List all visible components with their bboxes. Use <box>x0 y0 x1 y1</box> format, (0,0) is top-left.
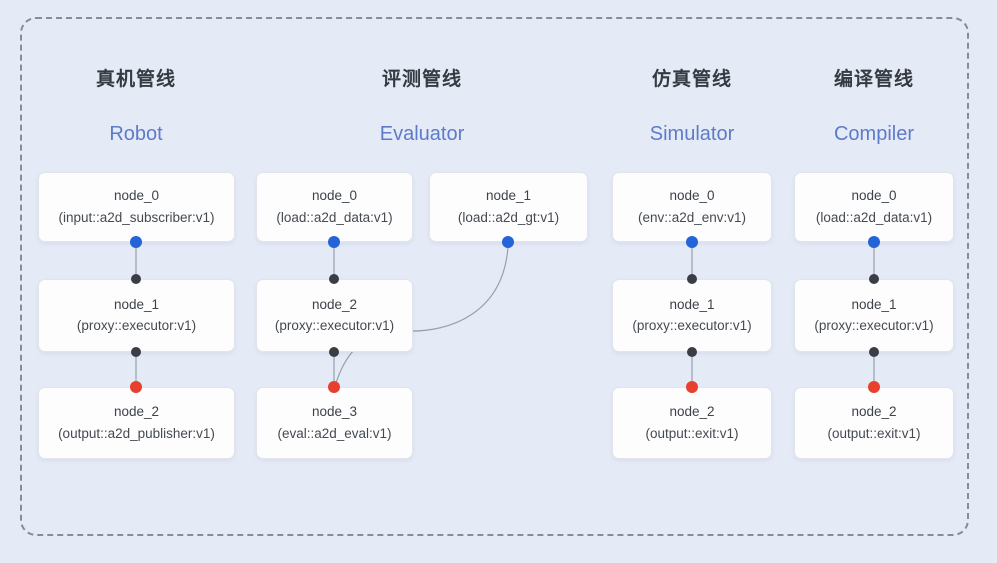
output-port-dot-icon[interactable] <box>130 236 142 248</box>
node-card-robot-node0[interactable]: node_0 (input::a2d_subscriber:v1) <box>38 172 235 242</box>
node-name: node_2 <box>669 404 715 420</box>
node-type: (env::a2d_env:v1) <box>637 209 747 225</box>
node-card-compiler-node2[interactable]: node_2 (output::exit:v1) <box>794 387 954 459</box>
input-port-dot-icon[interactable] <box>868 381 880 393</box>
node-type: (proxy::executor:v1) <box>632 318 752 333</box>
node-card-compiler-node1[interactable]: node_1 (proxy::executor:v1) <box>794 279 954 352</box>
input-port-dot-icon[interactable] <box>686 381 698 393</box>
node-name: node_0 <box>669 188 715 204</box>
pipeline-title-en-robot: Robot <box>109 123 163 145</box>
node-name: node_2 <box>851 404 897 420</box>
internal-port-dot-icon[interactable] <box>687 274 697 284</box>
output-port-dot-icon[interactable] <box>502 236 514 248</box>
pipeline-title-en-evaluator: Evaluator <box>379 123 465 145</box>
internal-port-dot-icon[interactable] <box>869 347 879 357</box>
node-card-evaluator-node2[interactable]: node_2 (proxy::executor:v1) <box>256 279 413 352</box>
internal-port-dot-icon[interactable] <box>687 347 697 357</box>
node-type: (output::exit:v1) <box>827 425 921 441</box>
node-type: (load::a2d_gt:v1) <box>457 209 560 225</box>
node-type: (input::a2d_subscriber:v1) <box>58 209 215 225</box>
pipeline-title-cn-robot: 真机管线 <box>95 69 176 90</box>
output-port-dot-icon[interactable] <box>328 236 340 248</box>
node-type: (output::a2d_publisher:v1) <box>58 425 215 441</box>
node-card-simulator-node2[interactable]: node_2 (output::exit:v1) <box>612 387 772 459</box>
node-name: node_1 <box>669 296 715 312</box>
internal-port-dot-icon[interactable] <box>329 274 339 284</box>
node-card-evaluator-node1[interactable]: node_1 (load::a2d_gt:v1) <box>429 172 588 242</box>
node-type: (load::a2d_data:v1) <box>276 209 393 225</box>
node-type: (output::exit:v1) <box>645 425 739 441</box>
dashed-frame <box>20 17 969 536</box>
node-card-robot-node2[interactable]: node_2 (output::a2d_publisher:v1) <box>38 387 235 459</box>
node-name: node_1 <box>851 296 897 312</box>
node-name: node_3 <box>311 404 358 420</box>
node-name: node_2 <box>113 404 160 420</box>
node-card-evaluator-node0[interactable]: node_0 (load::a2d_data:v1) <box>256 172 413 242</box>
pipeline-title-cn-evaluator: 评测管线 <box>381 69 462 90</box>
node-card-compiler-node0[interactable]: node_0 (load::a2d_data:v1) <box>794 172 954 242</box>
node-name: node_2 <box>311 296 358 312</box>
input-port-dot-icon[interactable] <box>130 381 142 393</box>
output-port-dot-icon[interactable] <box>686 236 698 248</box>
pipeline-title-cn-compiler: 编译管线 <box>833 69 914 90</box>
node-type: (load::a2d_data:v1) <box>815 209 933 225</box>
pipeline-title-en-compiler: Compiler <box>833 123 915 145</box>
pipeline-title-cn-simulator: 仿真管线 <box>651 69 732 90</box>
node-type: (proxy::executor:v1) <box>814 318 934 333</box>
internal-port-dot-icon[interactable] <box>869 274 879 284</box>
node-card-simulator-node1[interactable]: node_1 (proxy::executor:v1) <box>612 279 772 352</box>
internal-port-dot-icon[interactable] <box>131 274 141 284</box>
node-name: node_0 <box>113 188 160 204</box>
input-port-dot-icon[interactable] <box>328 381 340 393</box>
node-name: node_0 <box>851 188 897 204</box>
internal-port-dot-icon[interactable] <box>131 347 141 357</box>
node-name: node_1 <box>113 296 160 312</box>
node-card-robot-node1[interactable]: node_1 (proxy::executor:v1) <box>38 279 235 352</box>
node-type: (eval::a2d_eval:v1) <box>277 425 392 441</box>
output-port-dot-icon[interactable] <box>868 236 880 248</box>
node-card-simulator-node0[interactable]: node_0 (env::a2d_env:v1) <box>612 172 772 242</box>
node-type: (proxy::executor:v1) <box>274 318 395 333</box>
node-card-evaluator-node3[interactable]: node_3 (eval::a2d_eval:v1) <box>256 387 413 459</box>
node-name: node_1 <box>485 188 532 204</box>
node-name: node_0 <box>311 188 358 204</box>
node-type: (proxy::executor:v1) <box>76 318 197 333</box>
pipeline-title-en-simulator: Simulator <box>649 123 735 145</box>
internal-port-dot-icon[interactable] <box>329 347 339 357</box>
